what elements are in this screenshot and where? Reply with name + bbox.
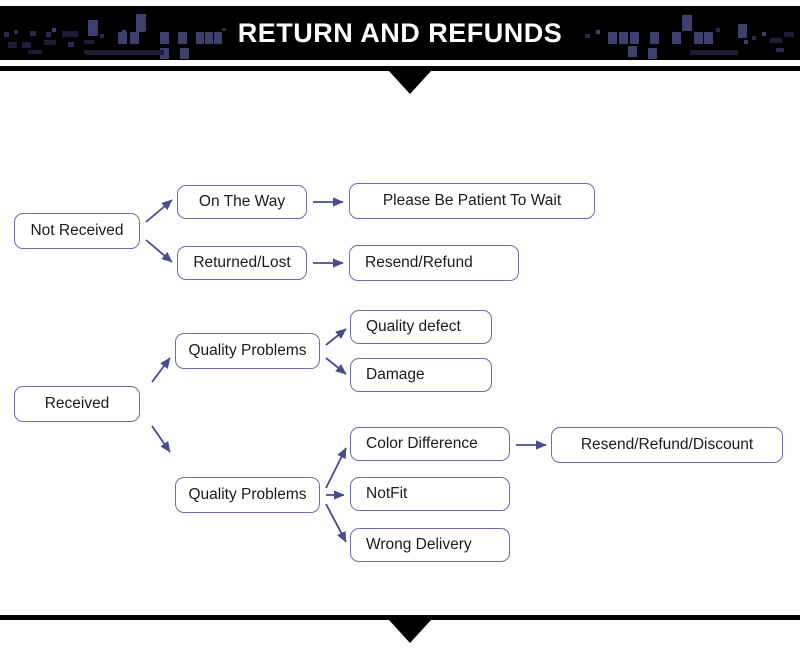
flow-node-label: Returned/Lost [193,254,291,271]
flow-node-label: NotFit [366,485,408,502]
pixel-block [86,50,132,55]
pixel-block [52,28,56,32]
flow-node-not-fit: NotFit [350,477,510,511]
pixel-block [596,30,600,34]
flow-node-please-wait: Please Be Patient To Wait [349,183,595,219]
flow-node-label: Quality Problems [188,342,307,359]
pixel-block [118,32,127,44]
flow-node-damage: Damage [350,358,492,392]
pixel-block [62,31,78,37]
pixel-block [214,32,222,44]
flow-node-label: Damage [366,366,425,383]
flow-edge-quality-1-to-damage [325,357,347,375]
pixel-block [100,34,104,38]
pixel-block [648,48,657,59]
flow-node-color-difference: Color Difference [350,427,510,461]
pixel-block [88,20,98,36]
pixel-block [160,48,169,59]
pixel-block [744,40,748,44]
flow-node-wrong-delivery: Wrong Delivery [350,528,510,562]
pixel-block [178,32,187,44]
top-divider-rule [0,66,800,71]
pixel-block [28,50,42,54]
flow-node-quality-defect: Quality defect [350,310,492,344]
top-triangle-marker [389,71,431,94]
pixel-block [619,32,628,44]
pixel-block [630,32,639,44]
pixel-block [160,32,169,44]
pixel-block [84,40,94,44]
flow-node-label: Color Difference [366,435,478,452]
flow-node-resend-refund: Resend/Refund [349,245,519,281]
pixel-block [196,32,204,44]
pixel-block [770,38,782,43]
flow-node-label: Quality defect [366,318,461,335]
pixel-block [776,48,784,52]
pixel-block [14,30,18,34]
flow-edge-quality-2-to-color-difference [325,447,347,489]
flow-node-returned-lost: Returned/Lost [177,246,307,280]
pixel-block [8,42,17,48]
pixel-block [46,32,51,37]
flow-node-not-received: Not Received [14,213,140,249]
flowchart-arrows [145,197,547,543]
pixel-block [682,15,692,31]
pixel-block [68,42,74,47]
flow-node-label: Please Be Patient To Wait [382,192,562,209]
pixel-block [608,32,617,44]
flow-node-label: Wrong Delivery [366,536,472,553]
banner-title-backdrop [230,6,570,60]
header-banner: RETURN AND REFUNDS [0,6,800,60]
flow-node-quality-1: Quality Problems [175,333,320,369]
pixel-block [704,32,713,44]
pixel-block [694,32,703,44]
flow-edge-received-to-quality-2 [151,425,171,453]
flow-node-resend-refund-discount: Resend/Refund/Discount [551,427,783,463]
flow-node-label: Resend/Refund/Discount [580,436,754,453]
pixel-block [205,32,213,44]
pixel-block [650,32,659,44]
flow-node-on-the-way: On The Way [177,185,307,219]
pixel-block [44,40,56,45]
flow-node-label: Resend/Refund [365,254,473,271]
flow-edge-quality-1-to-quality-defect [325,328,347,346]
flow-edge-received-to-quality-1 [151,357,171,383]
flow-node-label: Not Received [30,222,124,239]
flow-node-label: Quality Problems [188,486,307,503]
pixel-block [585,34,590,38]
pixel-block [22,42,31,48]
flow-edge-not-received-to-on-the-way [145,199,173,223]
pixel-block [752,36,756,40]
pixel-block [30,31,36,36]
flow-node-received: Received [14,386,140,422]
pixel-block [762,32,766,36]
pixel-block [628,46,637,57]
pixel-block [716,28,720,32]
flow-edge-quality-2-to-wrong-delivery [325,503,347,543]
pixel-block [672,32,681,44]
flow-node-label: Received [44,395,110,412]
pixel-block [130,32,139,44]
flow-edge-not-received-to-returned-lost [145,239,173,263]
pixel-block [738,24,747,38]
pixel-block [4,32,9,37]
pixel-block [784,32,794,37]
pixel-block [180,48,189,59]
pixel-block [690,50,738,55]
bottom-triangle-marker [389,620,431,643]
pixel-block [136,16,145,32]
pixel-block [222,28,226,31]
flow-node-label: On The Way [198,193,286,210]
banner-title: RETURN AND REFUNDS [237,18,563,48]
flow-node-quality-2: Quality Problems [175,477,320,513]
bottom-divider-rule [0,615,800,620]
pixel-block [120,50,164,55]
